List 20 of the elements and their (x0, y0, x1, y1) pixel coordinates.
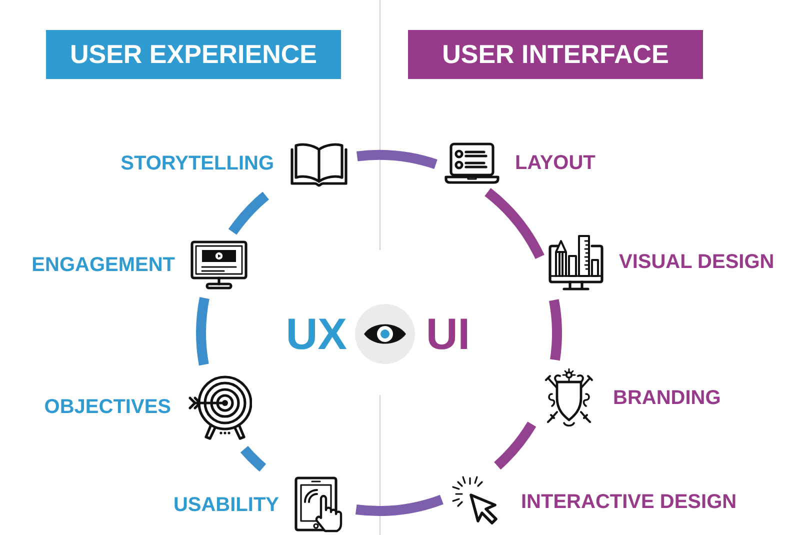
ring-arc-connector (484, 188, 544, 260)
feature-label: ENGAGEMENT (32, 254, 175, 276)
feature-label: USABILITY (173, 494, 279, 516)
feature-label: STORYTELLING (120, 152, 274, 176)
ring-arc-connector (356, 150, 438, 170)
feature-label: VISUAL DESIGN (619, 250, 774, 274)
ring-arc-connector (196, 297, 210, 366)
section-banner: USER INTERFACE (408, 30, 703, 79)
ring-arc-connector (494, 421, 536, 470)
ring-arc-connector (240, 446, 266, 472)
feature-label: LAYOUT (515, 152, 596, 174)
ring-arc-connector (228, 192, 270, 235)
feature-label: OBJECTIVES (44, 396, 171, 418)
section-banner: USER EXPERIENCE (46, 30, 341, 79)
feature-label: BRANDING (613, 386, 721, 410)
ring-arc-connector (356, 494, 444, 516)
feature-label: INTERACTIVE DESIGN (521, 490, 737, 514)
center-label: UX (286, 313, 347, 357)
ring-arc-connector (548, 299, 562, 360)
center-label: UI (426, 313, 470, 357)
